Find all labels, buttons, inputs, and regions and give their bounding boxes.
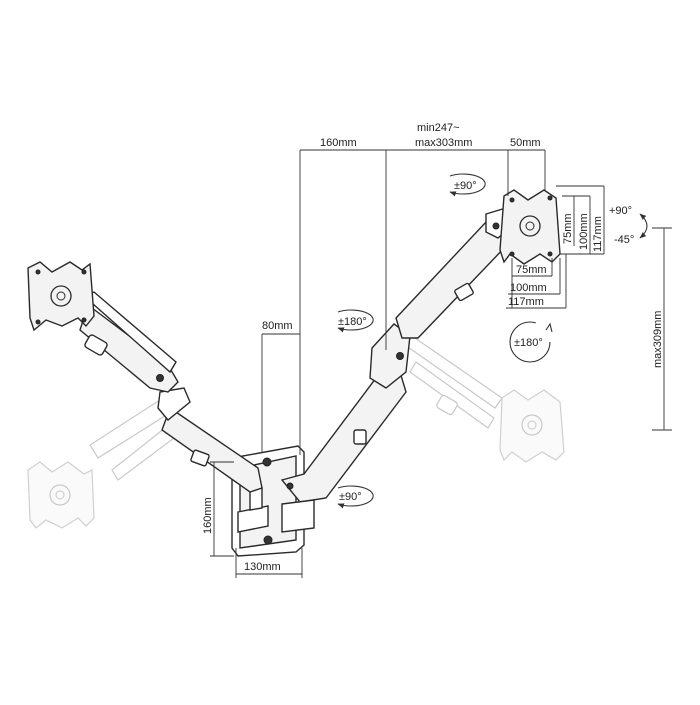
right-arm-tilt-icon — [492, 222, 500, 230]
dim-pole-offset: 80mm — [261, 320, 300, 452]
dim-vesa-offset-label: 50mm — [510, 137, 541, 149]
rotate-arrow-icon — [337, 485, 374, 509]
dim-vesa-offset: 50mm — [507, 137, 546, 196]
dim-vesa-100-h-label: 100mm — [510, 282, 547, 294]
dim-pole-offset-label: 80mm — [262, 320, 293, 332]
tilt-arrow-icon — [639, 213, 648, 239]
dim-arm-reach: 160mm — [299, 137, 386, 455]
base-bolt-icon — [263, 535, 273, 545]
right-arm-elbow-icon — [396, 352, 404, 360]
left-arm — [79, 291, 263, 511]
ghost-left-monitor-plate — [27, 461, 95, 529]
rotate-arrow-icon — [449, 173, 486, 197]
right-monitor-vesa-plate — [499, 189, 561, 265]
rotation-tilt-up-label: +90° — [609, 205, 632, 217]
rotation-swivel-top: ±90° — [449, 173, 486, 197]
rotate-arrow-icon — [337, 309, 374, 333]
dim-vesa-117-v-label: 117mm — [592, 216, 604, 252]
right-arm-pivot-icon — [286, 482, 294, 490]
dim-base-height: 160mm — [202, 461, 234, 557]
base-bolt-icon — [262, 457, 272, 467]
dim-arm-length: min247~ max303mm — [385, 122, 508, 350]
dim-height: max309mm — [652, 227, 672, 431]
dim-vesa-75-v-label: 75mm — [562, 213, 574, 244]
dim-base-width: 130mm — [235, 548, 303, 578]
ghost-right-monitor-plate — [499, 389, 565, 463]
rotation-mid-label: ±180° — [338, 316, 367, 328]
dim-vesa-117-h-label: 117mm — [508, 296, 544, 308]
dim-vesa-100-v-label: 100mm — [578, 213, 590, 250]
dim-arm-reach-label: 160mm — [320, 137, 357, 149]
dim-vesa-vertical: 75mm 100mm 117mm — [556, 185, 605, 255]
left-monitor-vesa-plate — [27, 261, 95, 332]
dim-base-height-label: 160mm — [202, 497, 214, 534]
rotation-tilt: +90° -45° — [609, 205, 648, 246]
dim-vesa-horizontal: 75mm 100mm 117mm — [506, 254, 567, 309]
dim-base-width-label: 130mm — [244, 561, 281, 573]
left-arm-pivot-icon — [156, 374, 164, 382]
rotation-swivel-top-label: ±90° — [454, 180, 477, 192]
rotation-tilt-down-label: -45° — [614, 234, 634, 246]
rotation-right-label: ±180° — [514, 337, 543, 349]
rotation-swivel-base: ±90° — [337, 485, 374, 509]
dim-vesa-75-h-label: 75mm — [516, 264, 547, 276]
dim-arm-length-max-label: max303mm — [415, 137, 472, 149]
dim-arm-length-min-label: min247~ — [417, 122, 460, 134]
right-arm — [280, 207, 513, 533]
rotate-arrow-icon — [545, 322, 553, 333]
rotation-swivel-base-label: ±90° — [339, 491, 362, 503]
rotation-right: ±180° — [509, 321, 553, 363]
rotation-mid: ±180° — [337, 309, 374, 333]
ghost-right-arm — [404, 335, 503, 429]
dim-height-label: max309mm — [652, 311, 664, 368]
